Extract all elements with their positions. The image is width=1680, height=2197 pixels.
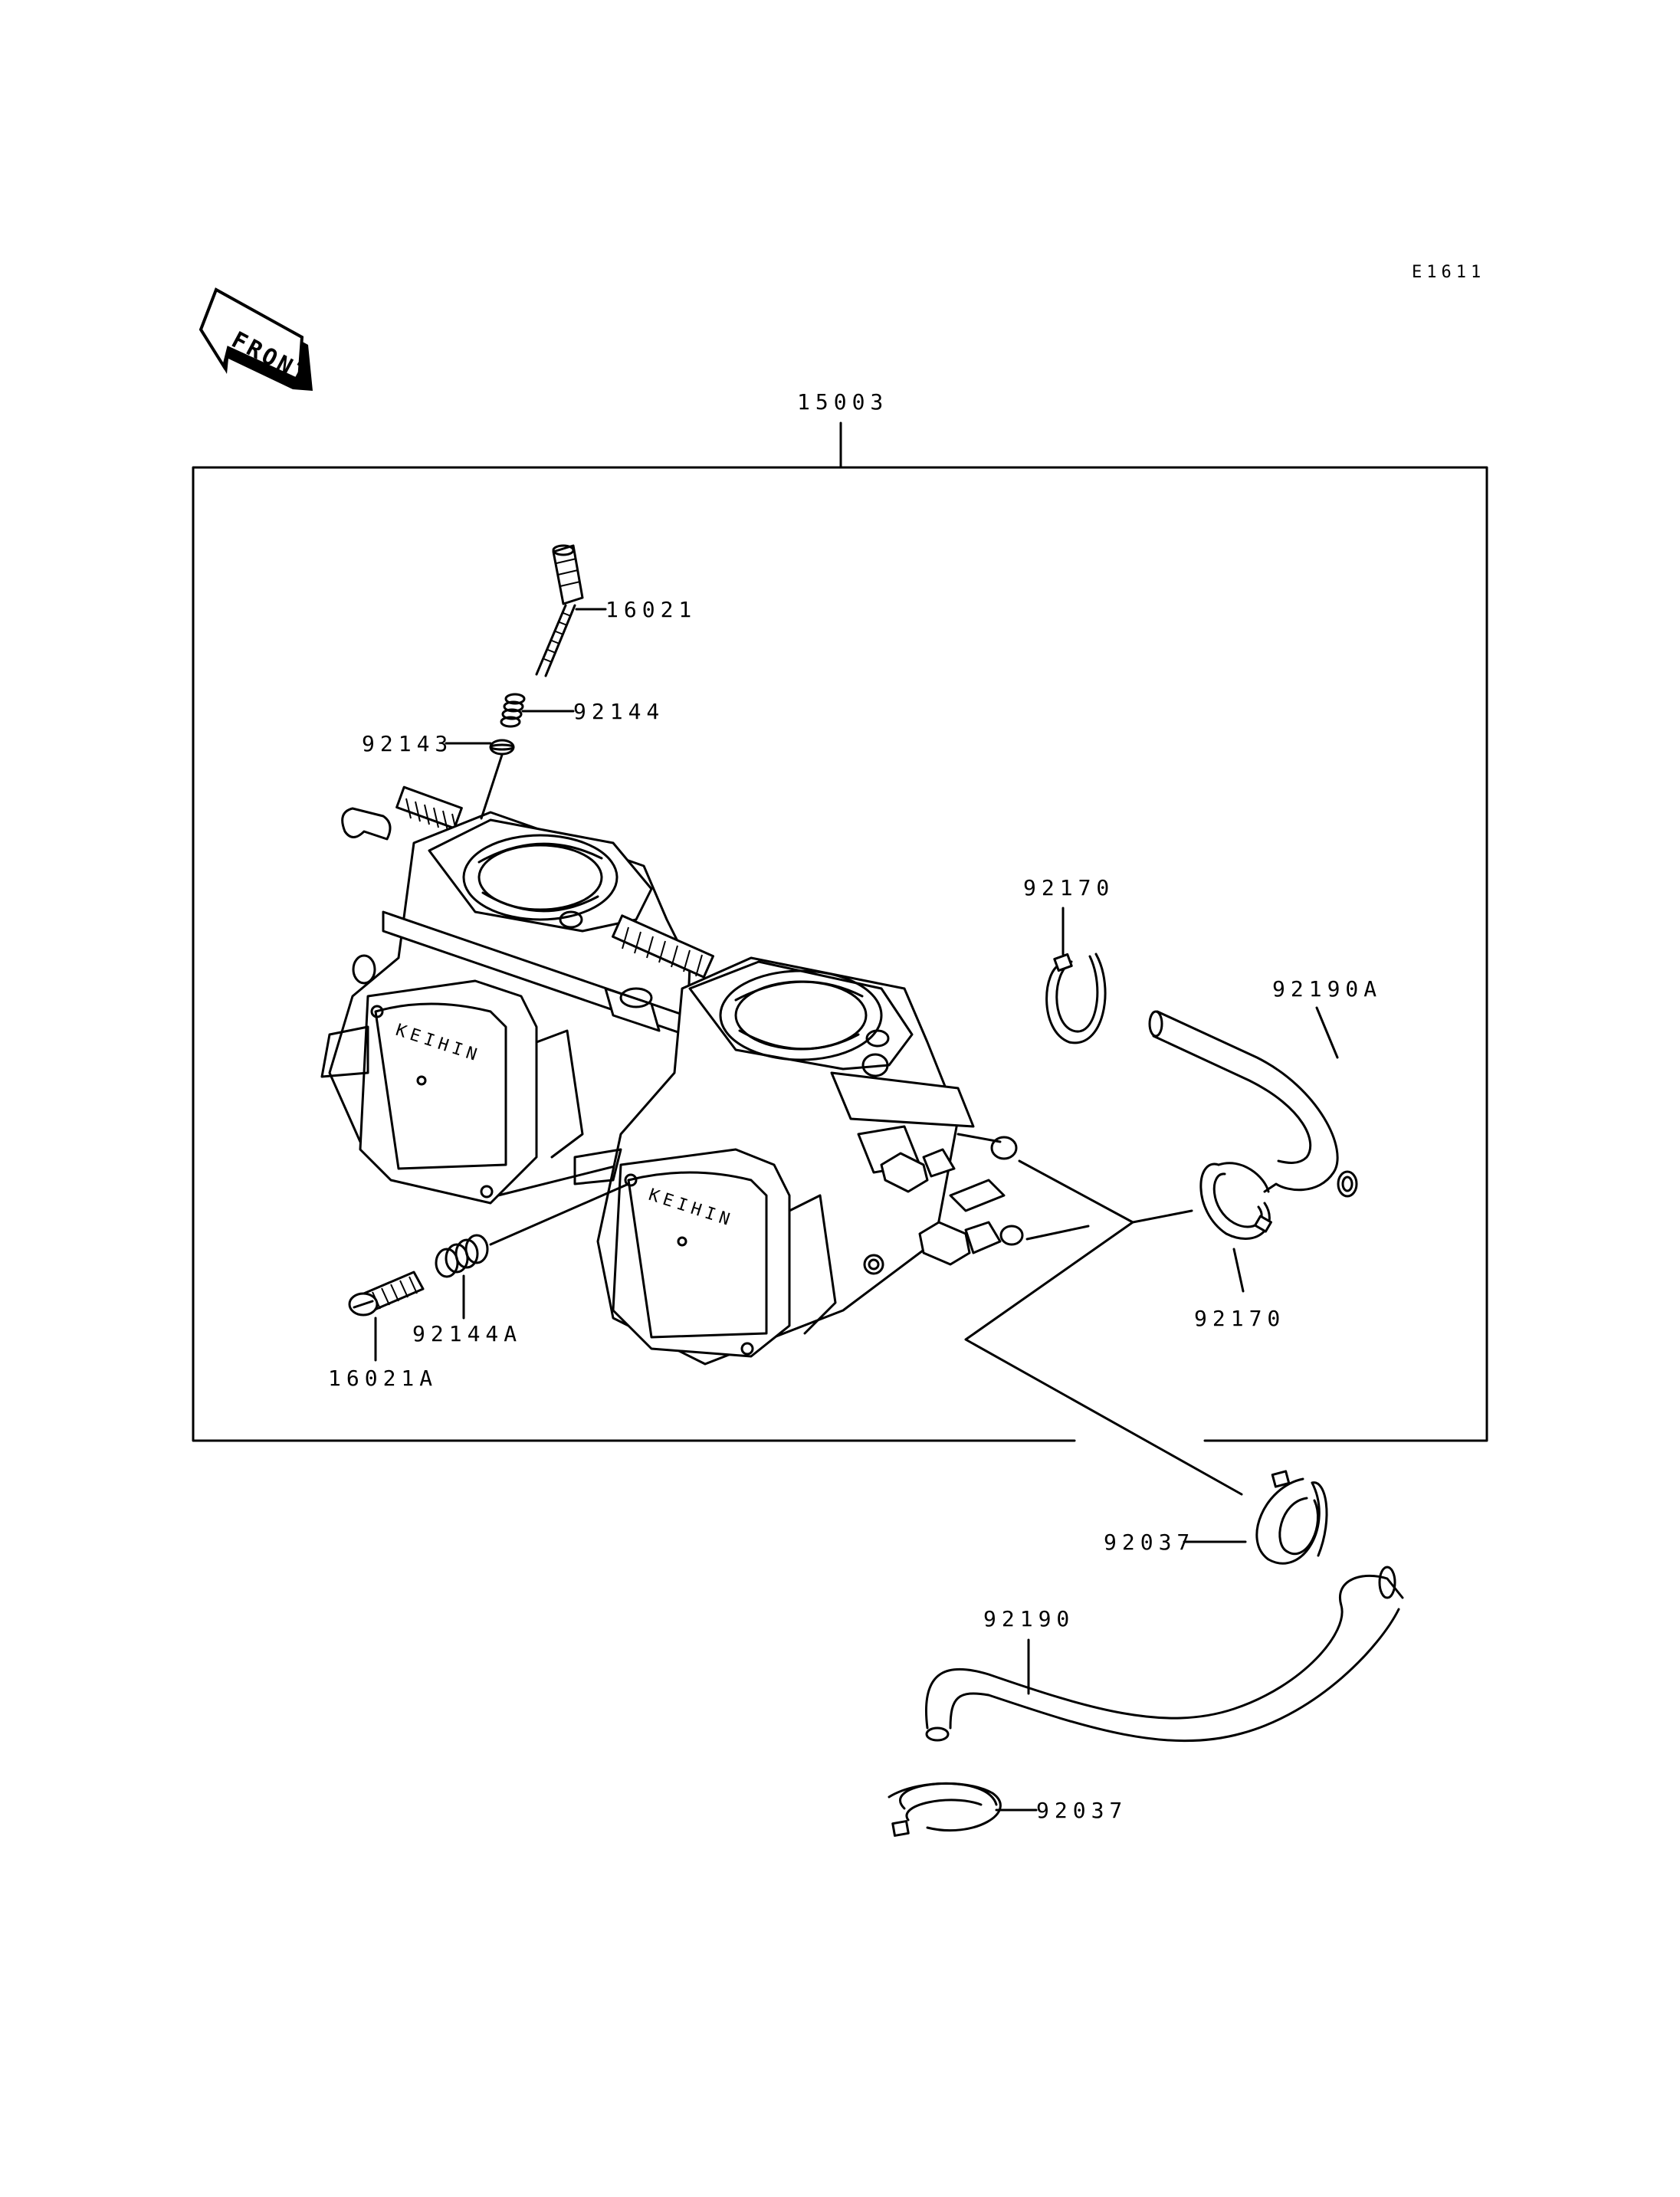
diagram-code: E1611 [1412, 263, 1485, 282]
carburetor-assembly: KEIHIN KEIHIN [320, 785, 1024, 1366]
clamp-bottom [888, 1782, 1002, 1837]
routing-lines [964, 1159, 1243, 1496]
hose-upper [1148, 1010, 1358, 1198]
idle-spring [435, 1234, 489, 1278]
label-idle-screw: 16021A [328, 1366, 438, 1391]
label-hose-upper: 92190A [1272, 976, 1382, 1002]
label-spring: 92144 [573, 699, 664, 724]
assembly-frame [192, 466, 1488, 1442]
clamp-upper [1045, 953, 1107, 1044]
front-arrow-icon: FRONT [199, 287, 314, 391]
label-clamp-right: 92170 [1194, 1306, 1285, 1331]
label-washer: 92143 [362, 731, 453, 756]
label-idle-spring: 92144A [412, 1321, 522, 1346]
clamp-lower [1255, 1470, 1328, 1565]
label-clamp-upper: 92170 [1023, 875, 1114, 900]
label-pilot-screw: 16021 [605, 597, 697, 622]
pilot-screw [535, 544, 584, 677]
clamp-right [1199, 1162, 1272, 1240]
label-clamp-bottom: 92037 [1036, 1798, 1127, 1823]
washer [489, 739, 515, 756]
spring [500, 693, 526, 728]
label-clamp-lower: 92037 [1104, 1530, 1195, 1555]
hose-lower [925, 1566, 1404, 1743]
label-hose-lower: 92190 [983, 1606, 1075, 1631]
label-assembly: 15003 [797, 389, 888, 415]
idle-screw [348, 1271, 425, 1317]
